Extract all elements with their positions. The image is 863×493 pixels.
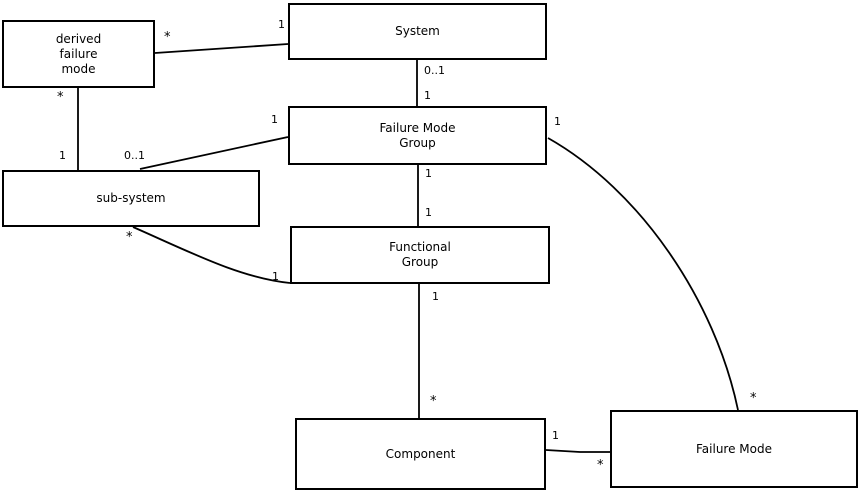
multiplicity-label-m-dfm-to-system-star: *: [164, 30, 171, 45]
multiplicity-label-m-system-from-dfm-one: 1: [278, 18, 285, 31]
multiplicity-label-m-fmg-from-system-one: 1: [424, 89, 431, 102]
multiplicity-label-m-fmg-from-subsystem-one: 1: [271, 113, 278, 126]
multiplicity-label-m-component-to-fm-one: 1: [552, 429, 559, 442]
multiplicity-label-m-dfm-to-subsystem-star: *: [57, 90, 64, 105]
class-box-failure-mode[interactable]: Failure Mode: [610, 410, 858, 488]
multiplicity-label-m-fmg-to-fg-one: 1: [425, 167, 432, 180]
class-box-label-sub-system: sub-system: [96, 191, 166, 205]
multiplicity-label-m-fm-from-fmg-star: *: [750, 391, 757, 406]
class-box-sub-system[interactable]: sub-system: [2, 170, 260, 227]
class-box-derived-failure-mode[interactable]: derived failure mode: [2, 20, 155, 88]
association-component--failure-mode: [545, 449, 610, 453]
association-sub-system--functional-group: [132, 226, 291, 284]
class-box-label-functional-group: Functional Group: [389, 240, 451, 269]
class-box-label-failure-mode-group: Failure Mode Group: [379, 120, 456, 150]
class-box-component[interactable]: Component: [295, 418, 546, 490]
class-box-system[interactable]: System: [288, 3, 547, 60]
multiplicity-label-m-fg-from-fmg-one: 1: [425, 206, 432, 219]
multiplicity-label-m-fg-to-component-one: 1: [432, 290, 439, 303]
association-failure-mode-group--failure-mode: [547, 137, 739, 411]
association-sub-system--failure-mode-group: [139, 136, 289, 170]
multiplicity-label-m-component-from-fg-star: *: [430, 394, 437, 409]
multiplicity-label-m-subsystem-to-fg-star: *: [126, 230, 133, 245]
multiplicity-label-m-subsystem-from-dfm-one: 1: [59, 149, 66, 162]
class-box-functional-group[interactable]: Functional Group: [290, 226, 550, 284]
class-box-failure-mode-group[interactable]: Failure Mode Group: [288, 106, 547, 165]
class-box-label-component: Component: [385, 446, 456, 461]
multiplicity-label-m-system-to-fmg-zero-one: 0..1: [424, 64, 445, 77]
multiplicity-label-m-subsystem-to-fmg-zeroone: 0..1: [124, 149, 145, 162]
association-derived-failure-mode--system: [154, 43, 289, 54]
class-box-label-failure-mode: Failure Mode: [696, 441, 772, 456]
class-box-label-system: System: [395, 24, 440, 38]
multiplicity-label-m-fm-from-component-star: *: [597, 458, 604, 473]
class-box-label-derived-failure-mode: derived failure mode: [55, 31, 102, 76]
multiplicity-label-m-fg-from-subsystem-one: 1: [272, 270, 279, 283]
multiplicity-label-m-fmg-to-fm-one: 1: [554, 115, 561, 128]
